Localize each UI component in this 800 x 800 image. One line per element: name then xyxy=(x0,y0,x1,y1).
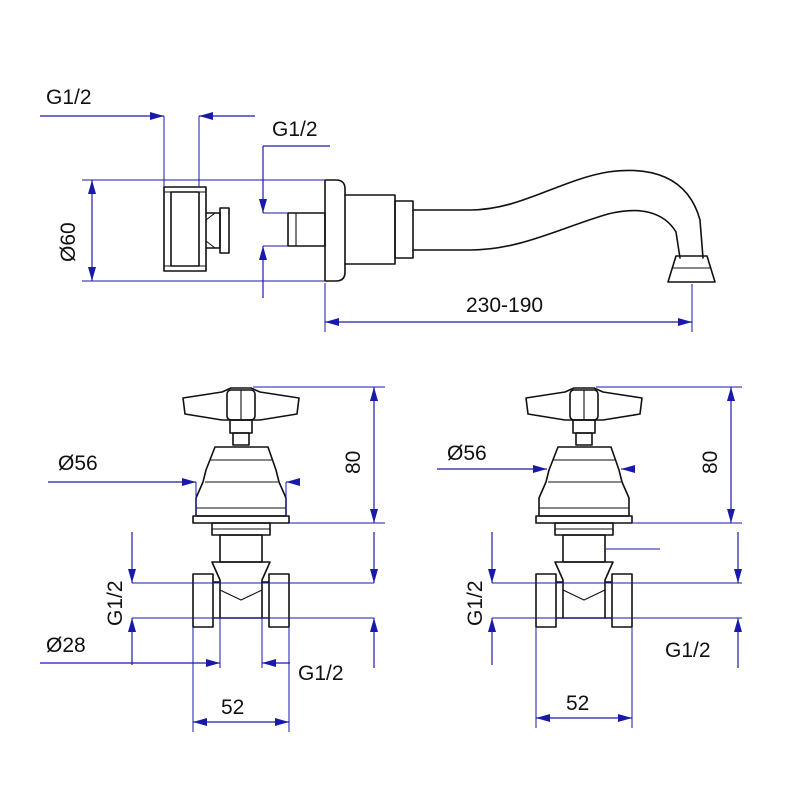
reach-dimension: 230-190 xyxy=(324,283,693,332)
spout-body xyxy=(287,169,716,283)
valve-right-body xyxy=(525,387,660,628)
spout-view: G1/2 G1/2 Ø60 2 xyxy=(40,86,716,332)
right-body-width-dimension: 52 xyxy=(535,627,633,728)
valve-right-view: 80 Ø56 G1/2 G1/2 xyxy=(437,386,742,728)
left-body-diameter-label: Ø28 xyxy=(46,634,86,657)
left-bonnet-diameter-label: Ø56 xyxy=(58,452,98,475)
tee-thread-label: G1/2 xyxy=(46,86,92,109)
left-bonnet-diameter-dimension: Ø56 xyxy=(48,452,300,516)
right-bonnet-diameter-dimension: Ø56 xyxy=(437,442,635,473)
tee-thread-dimension: G1/2 xyxy=(40,86,255,187)
left-inlet-thread-label: G1/2 xyxy=(104,580,127,626)
right-handle-height-label: 80 xyxy=(699,451,722,474)
right-outlet-thread-label: G1/2 xyxy=(665,639,711,662)
reach-label: 230-190 xyxy=(466,294,543,317)
left-handle-height-label: 80 xyxy=(342,451,365,474)
right-handle-height-dimension: 80 xyxy=(596,386,742,524)
right-inlet-thread-dimension: G1/2 xyxy=(464,532,742,668)
left-outlet-thread-label: G1/2 xyxy=(298,662,344,685)
flange-diameter-dimension: Ø60 xyxy=(57,179,325,282)
left-inlet-thread-dimension: G1/2 xyxy=(104,532,378,668)
left-body-diameter-dimension: Ø28 xyxy=(40,618,290,668)
outlet-thread-label: G1/2 xyxy=(272,118,318,141)
valve-left-view: 80 Ø56 G1/2 xyxy=(40,386,385,732)
left-body-width-dimension: 52 xyxy=(192,627,290,732)
valve-left-body xyxy=(182,387,300,628)
outlet-thread-dimension: G1/2 xyxy=(259,118,330,298)
flange-diameter-label: Ø60 xyxy=(57,222,80,262)
left-handle-height-dimension: 80 xyxy=(253,386,385,524)
tee-fitting xyxy=(163,186,230,272)
right-inlet-thread-label: G1/2 xyxy=(464,580,487,626)
right-body-width-label: 52 xyxy=(566,692,589,715)
right-bonnet-diameter-label: Ø56 xyxy=(447,442,487,465)
left-body-width-label: 52 xyxy=(221,696,244,719)
